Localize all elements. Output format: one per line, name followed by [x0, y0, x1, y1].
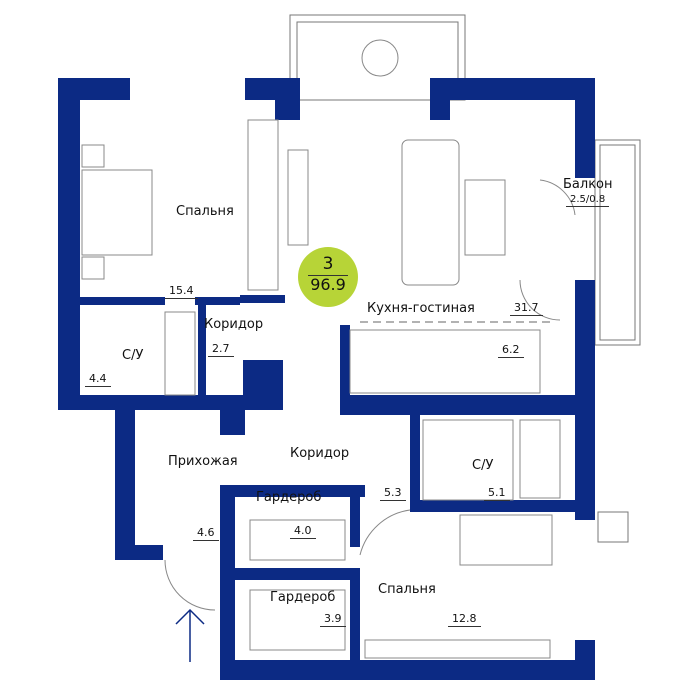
- room-area: 15.4: [165, 284, 198, 299]
- room-label: Гардероб: [270, 590, 336, 605]
- room-area: 31.7: [510, 301, 543, 316]
- room-area: 3.9: [320, 612, 346, 627]
- walls: [58, 78, 595, 680]
- room-label: Кухня-гостиная: [367, 301, 475, 316]
- room-area: 4.4: [85, 372, 111, 387]
- room-label: Коридор: [290, 446, 350, 461]
- room-label: Гардероб: [256, 490, 322, 505]
- room-area: 2.7: [208, 342, 234, 357]
- balconies: [289, 14, 641, 543]
- room-label: Коридор: [204, 317, 264, 332]
- kitchen-zone-area: 6.2: [498, 343, 524, 358]
- room-label: Балкон: [563, 177, 613, 192]
- room-label: Спальня: [176, 204, 234, 219]
- room-area: 4.0: [290, 524, 316, 539]
- room-label: С/У: [122, 348, 144, 363]
- furniture: [81, 39, 576, 659]
- apartment-summary-badge: 3 96.9: [298, 247, 358, 307]
- room-label: Прихожая: [168, 454, 238, 469]
- room-area: 5.3: [380, 486, 406, 501]
- rooms-count: 3: [322, 254, 334, 274]
- room-label: Спальня: [378, 582, 436, 597]
- room-area: 12.8: [448, 612, 481, 627]
- total-area: 96.9: [308, 275, 348, 294]
- room-label: С/У: [472, 458, 494, 473]
- room-area: 4.6: [193, 526, 219, 541]
- entrance-arrow-icon: [175, 608, 205, 662]
- room-area: 2.5/0.8: [566, 194, 610, 207]
- room-area: 5.1: [484, 486, 510, 501]
